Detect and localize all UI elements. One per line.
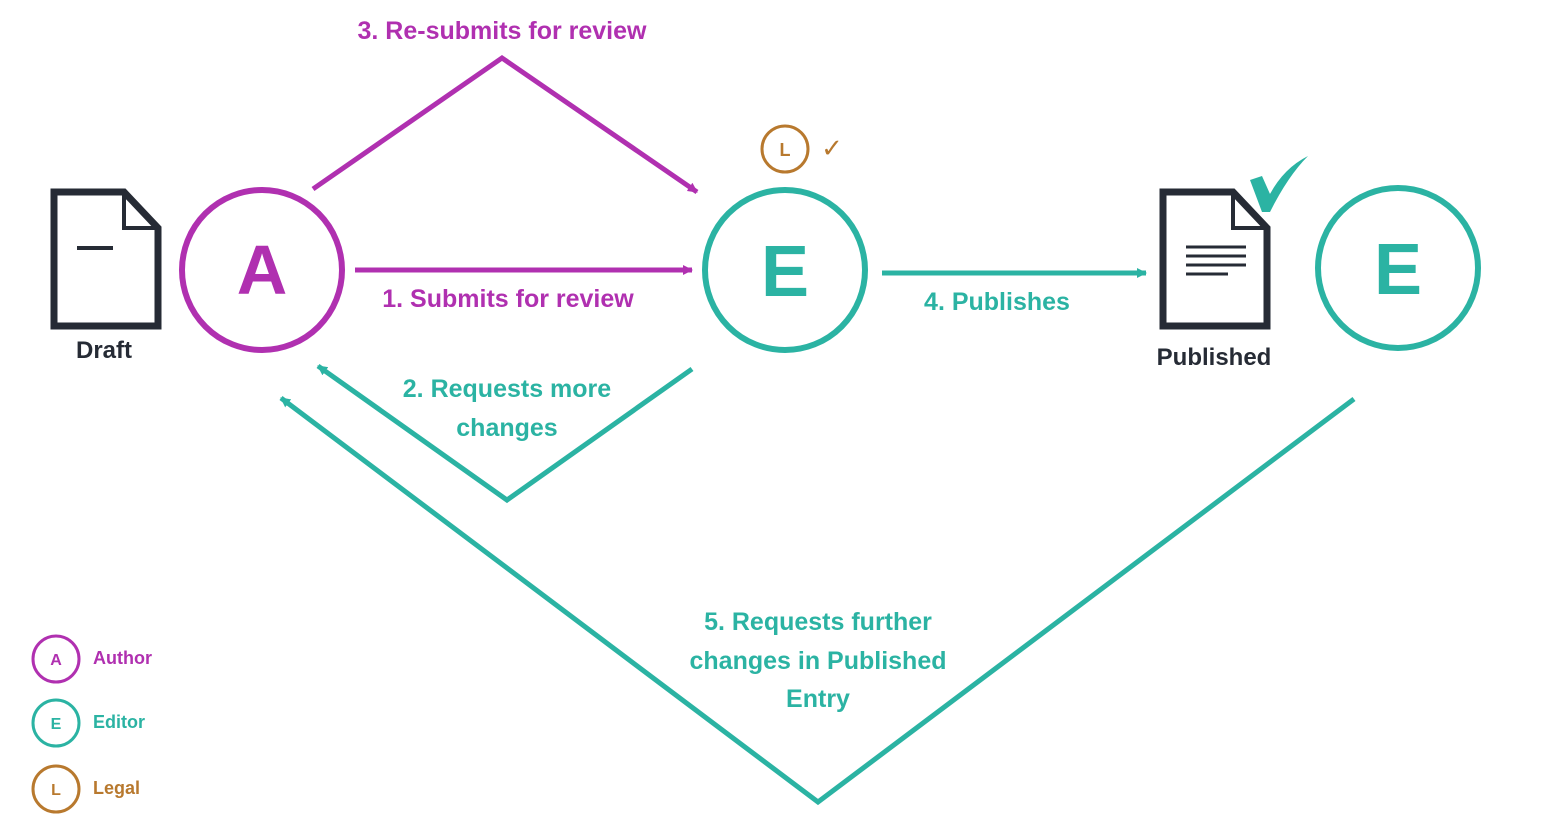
draft-document-icon [50,188,162,330]
step3-label: 3. Re-submits for review [358,17,648,45]
step5-label-line3: Entry [786,685,850,713]
legend-author-label: Author [93,648,152,668]
checkmark-icon [1250,156,1308,212]
step4-label: 4. Publishes [924,288,1070,316]
step5-label-line1: 5. Requests further [704,608,932,636]
legal-node-letter: L [780,140,791,160]
request-changes-arrow [316,363,694,504]
author-node: A [179,187,345,353]
draft-label: Draft [76,337,132,364]
further-changes-arrow [279,396,1356,806]
editor-node: E [702,187,868,353]
legal-check-icon: ✓ [821,133,843,163]
legend-editor-label: Editor [93,712,145,732]
step1-label: 1. Submits for review [382,285,634,313]
step5-label-line2: changes in Published [690,647,947,675]
legend-editor-letter: E [51,716,62,733]
author-node-letter: A [237,231,288,309]
editor-published-node: E [1315,185,1481,351]
legend-legal-label: Legal [93,778,140,798]
legend-author-letter: A [50,652,62,669]
editor-node-letter: E [761,232,809,312]
legend-item-editor: E Editor [31,698,145,748]
legend: A Author E Editor L Legal [31,634,152,814]
published-document-icon [1159,188,1271,330]
legend-item-legal: L Legal [31,764,140,814]
legend-item-author: A Author [31,634,152,684]
published-label: Published [1157,344,1272,371]
legal-approval: L ✓ [760,124,843,174]
step2-label-line2: changes [456,414,557,442]
editor-published-node-letter: E [1374,230,1422,310]
step2-label-line1: 2. Requests more [403,375,612,403]
legend-legal-letter: L [51,782,61,799]
resubmit-arrow [311,54,699,195]
